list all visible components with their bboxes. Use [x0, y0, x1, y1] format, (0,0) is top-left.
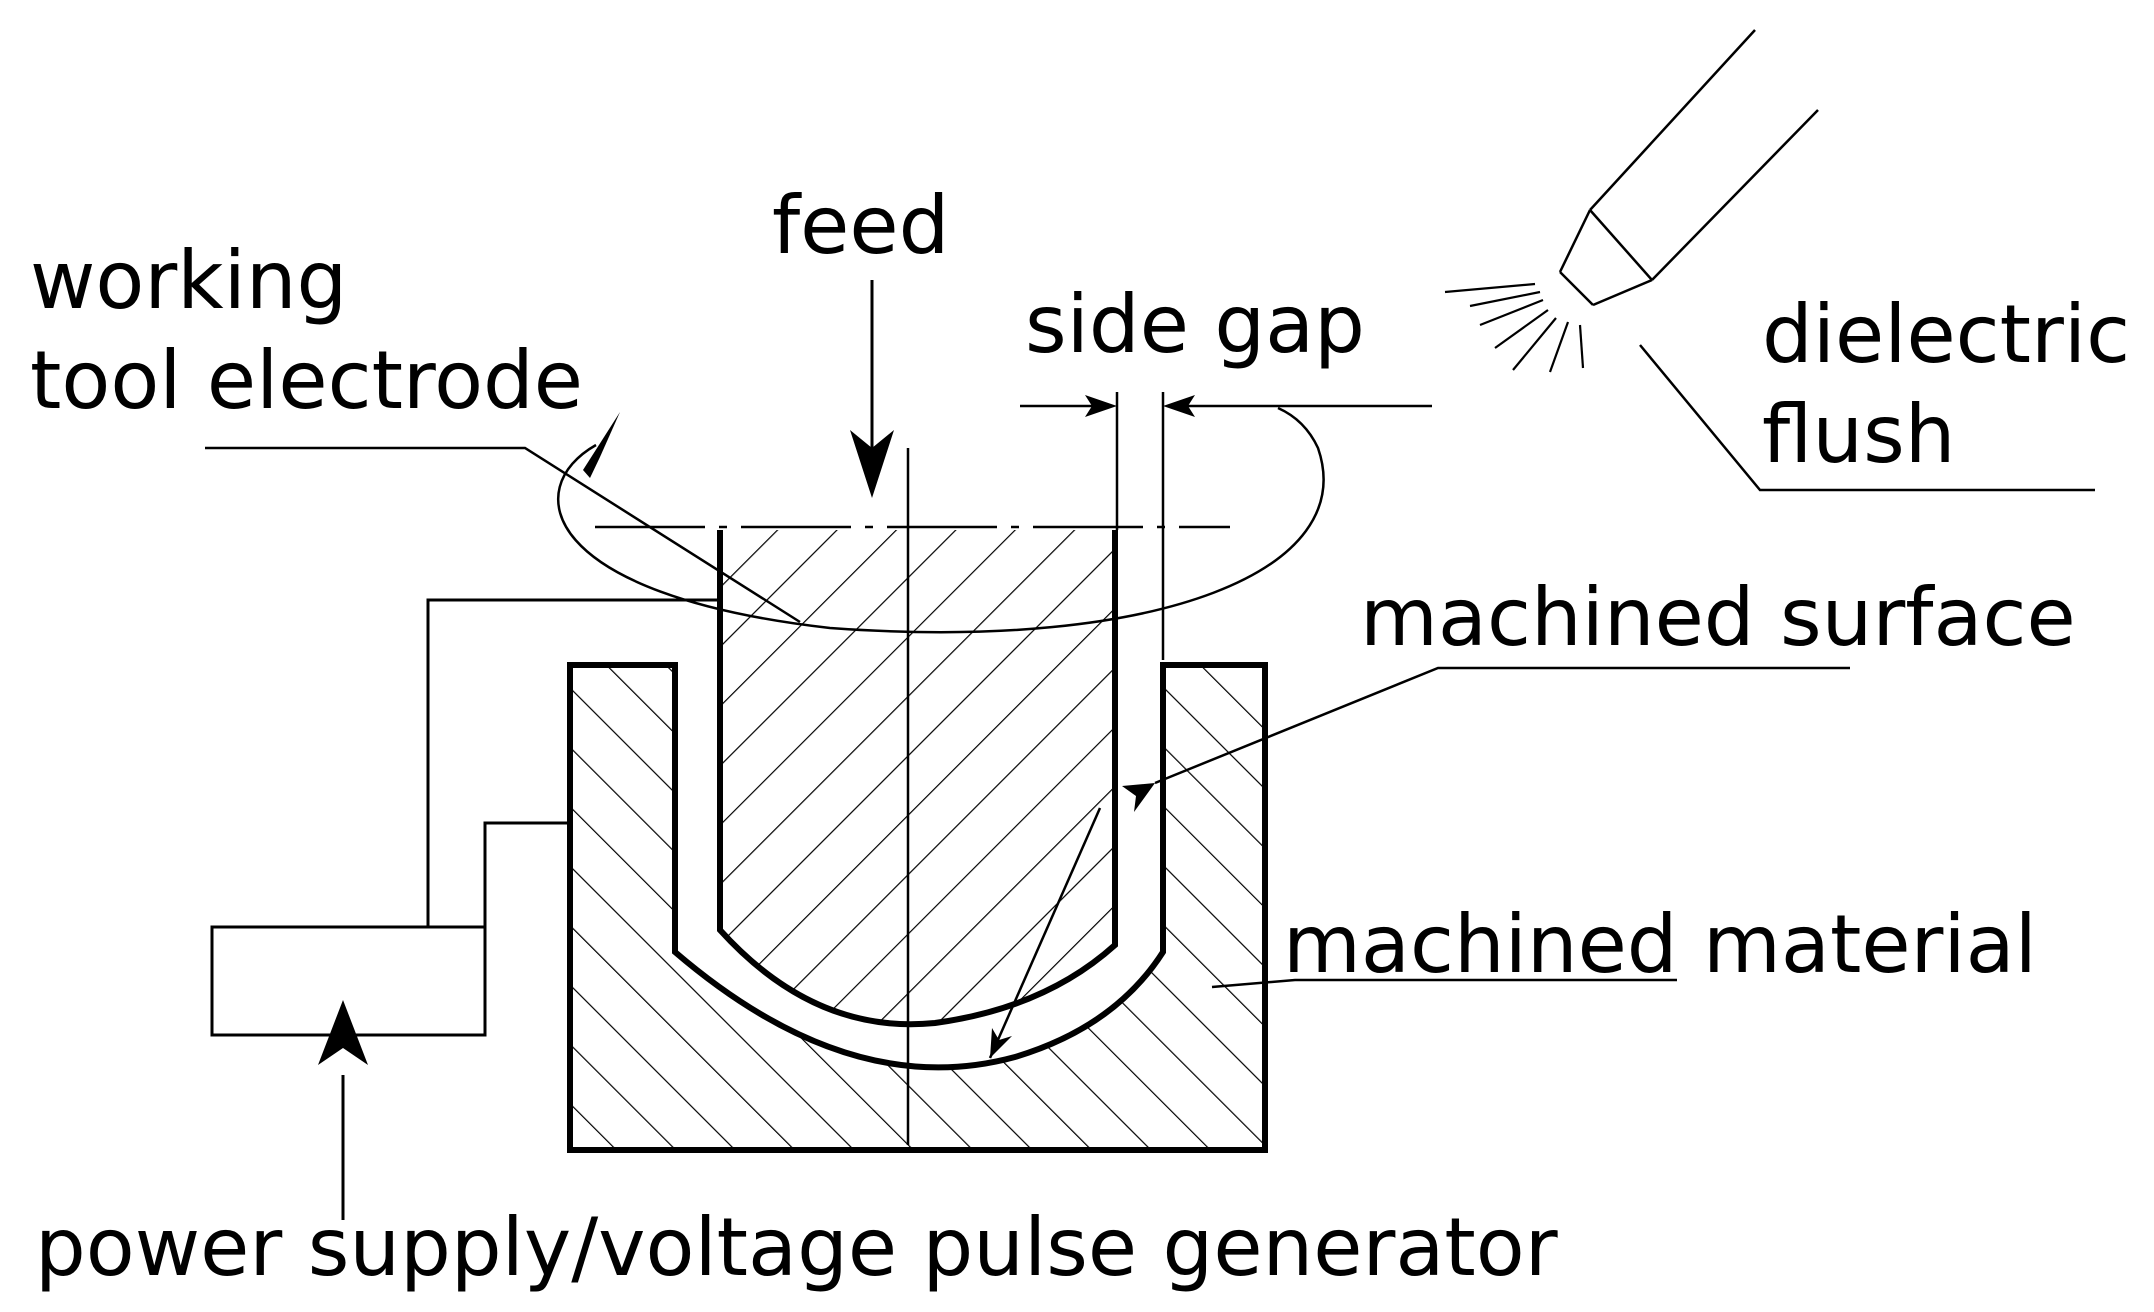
side-gap-dimension — [1020, 392, 1432, 660]
tool-electrode — [717, 530, 1118, 1028]
electrode-body — [720, 530, 1115, 1025]
wire-to-electrode — [426, 598, 722, 927]
power-supply — [210, 598, 722, 1220]
side-gap-arrowhead-right — [1163, 395, 1195, 417]
workpiece-body — [567, 662, 1268, 1153]
rotation-arrow — [556, 406, 1325, 634]
label-tool-electrode: tool electrode — [30, 334, 583, 427]
label-machined-material: machined material — [1283, 898, 2037, 991]
dielectric-leader — [1639, 344, 2095, 492]
side-gap-arrowhead-left — [1085, 395, 1117, 417]
label-feed: feed — [772, 179, 949, 272]
workpiece — [567, 662, 1268, 1153]
label-flush: flush — [1762, 388, 1955, 481]
surface-arrowhead-top — [1122, 783, 1155, 812]
label-power-supply: power supply/voltage pulse generator — [35, 1201, 1558, 1294]
label-machined-surface: machined surface — [1360, 571, 2076, 664]
electrode-leader — [205, 446, 801, 624]
label-dielectric: dielectric — [1762, 288, 2130, 381]
power-arrowhead — [318, 1000, 368, 1065]
surface-arrowhead-bottom — [990, 1028, 1012, 1058]
wire-to-workpiece — [483, 821, 570, 927]
rotation-arrowhead — [583, 412, 620, 478]
feed-arrow — [850, 280, 894, 498]
label-side-gap: side gap — [1025, 278, 1365, 371]
dielectric-nozzle — [1558, 29, 1819, 307]
feed-arrowhead — [850, 430, 894, 498]
machined-surface-leader — [988, 666, 1850, 1059]
machined-material-leader — [1211, 978, 1677, 989]
dielectric-spray — [1444, 282, 1585, 373]
electrode-outline — [717, 530, 1118, 1028]
label-working: working — [30, 234, 347, 327]
